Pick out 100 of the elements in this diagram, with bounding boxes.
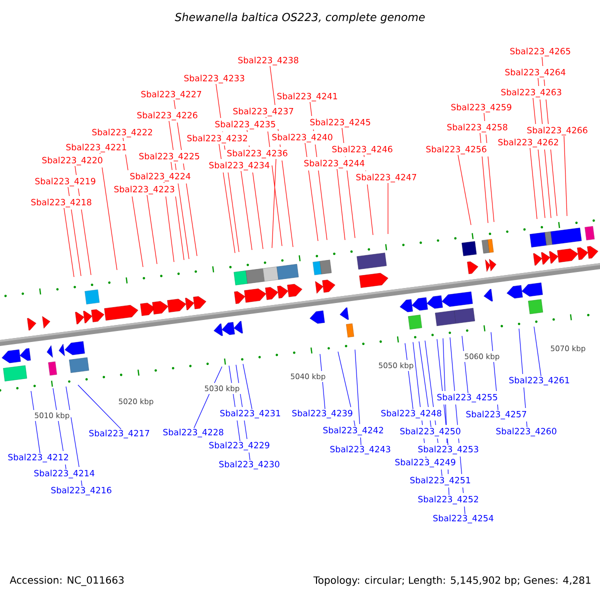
leader-line <box>218 144 236 254</box>
leader-line <box>74 166 92 276</box>
title: Shewanella baltica OS223, complete genome <box>174 12 425 24</box>
leader-line <box>542 56 558 216</box>
leader-line <box>272 158 276 248</box>
gene-label: Sbal223_4251 <box>410 476 470 486</box>
leader-line <box>170 162 184 260</box>
leader-line <box>564 136 568 216</box>
leader-line <box>30 390 40 454</box>
gene-label: Sbal223_4245 <box>310 118 370 128</box>
leader-line <box>64 208 74 278</box>
gene-label: Sbal223_4239 <box>292 410 352 418</box>
gene-label: Sbal223_4259 <box>451 104 512 112</box>
leader-line <box>122 138 144 268</box>
leader-line <box>242 364 252 410</box>
leader-line <box>518 328 528 428</box>
gene-label: Sbal223_4220 <box>42 156 102 166</box>
gene-label: Sbal223_4230 <box>219 460 280 470</box>
leader-line <box>216 84 240 252</box>
leader-line <box>458 154 472 226</box>
leader-line <box>266 116 282 246</box>
leader-line <box>68 186 82 276</box>
gene-label: Sbal223_4237 <box>233 108 294 116</box>
gene-label: Sbal223_4255 <box>437 394 498 402</box>
gene-label: Sbal223_4234 <box>209 162 270 170</box>
leader-line <box>480 132 488 224</box>
gene-label: Sbal223_4222 <box>92 128 152 138</box>
leader-line <box>164 182 174 262</box>
gene-label: Sbal223_4244 <box>304 160 364 168</box>
gene-label: Sbal223_4241 <box>277 92 338 102</box>
gene-label: Sbal223_4221 <box>66 144 126 152</box>
footer-text: Accession: NC_011663 <box>10 576 124 586</box>
leader-line <box>442 338 450 496</box>
leader-line <box>404 342 414 410</box>
gene-label: Sbal223_4252 <box>418 496 478 504</box>
leader-line <box>304 142 318 242</box>
gene-label: Sbal223_4247 <box>356 174 416 182</box>
gene-label: Sbal223_4233 <box>184 74 244 84</box>
gene-label: Sbal223_4223 <box>114 186 174 194</box>
gene-label: Sbal223_4266 <box>527 126 588 136</box>
leader-line <box>364 154 374 236</box>
footer-text: Topology: circular; Length: 5,145,902 bp; Genes: 4,281 <box>313 576 590 586</box>
gene-label: Sbal223_4248 <box>381 410 442 418</box>
gene-label: Sbal223_4217 <box>89 430 150 438</box>
leader-line <box>146 194 158 264</box>
leader-line <box>246 130 264 250</box>
leader-line <box>532 98 546 218</box>
gene-label: Sbal223_4261 <box>509 376 570 386</box>
leader-line <box>530 148 538 220</box>
gene-label: Sbal223_4238 <box>238 56 298 66</box>
gene-label: Sbal223_4218 <box>31 198 92 208</box>
gene-label: Sbal223_4253 <box>418 446 478 454</box>
gene-label: Sbal223_4236 <box>227 150 288 158</box>
leader-line <box>450 337 466 514</box>
gene-label: Sbal223_4228 <box>163 428 224 438</box>
leader-line <box>236 364 250 460</box>
gene-label: Sbal223_4260 <box>496 428 556 436</box>
leader-line <box>194 366 222 428</box>
gene-label: Sbal223_4225 <box>139 152 200 162</box>
gene-label: Sbal223_4227 <box>141 90 202 100</box>
gene-label: Sbal223_4226 <box>137 112 198 120</box>
gene-label: Sbal223_4264 <box>505 68 566 78</box>
gene-label: Sbal223_4254 <box>433 514 494 524</box>
gene-label: Sbal223_4242 <box>323 426 384 436</box>
gene-label: Sbal223_4250 <box>400 428 460 436</box>
gene-label: Sbal223_4229 <box>209 442 270 450</box>
leader-line <box>100 152 118 270</box>
leader-line <box>534 326 542 376</box>
leader-line <box>342 128 356 238</box>
gene-label: Sbal223_4224 <box>130 172 190 182</box>
leader-line <box>52 388 66 470</box>
leader-line <box>78 384 122 430</box>
gene-label: Sbal223_4257 <box>466 410 526 420</box>
leader-line <box>462 336 468 394</box>
gene-label: Sbal223_4256 <box>426 146 486 154</box>
leader-line <box>338 351 356 426</box>
leader-line <box>484 112 494 222</box>
gene-label: Sbal223_4243 <box>330 446 390 454</box>
gene-label: Sbal223_4216 <box>51 486 112 496</box>
leader-line <box>424 340 442 476</box>
leader-line <box>310 102 328 240</box>
gene-label: Sbal223_4235 <box>215 120 276 130</box>
gene-label: Sbal223_4265 <box>510 48 570 56</box>
leader-line <box>336 168 346 240</box>
gene-label: Sbal223_4219 <box>35 178 96 186</box>
leader-line <box>436 338 448 446</box>
gene-label: Sbal223_4240 <box>272 134 332 142</box>
leader-line <box>418 341 432 428</box>
gene-label: Sbal223_4232 <box>187 134 248 144</box>
leader-line <box>412 342 426 458</box>
leader-line <box>354 349 362 446</box>
gene-label: Sbal223_4246 <box>332 146 392 154</box>
leader-line <box>538 78 552 218</box>
gene-label: Sbal223_4262 <box>498 138 558 148</box>
leader-line <box>240 170 252 250</box>
leader-line <box>66 386 82 486</box>
gene-label: Sbal223_4258 <box>447 124 508 132</box>
gene-label: Sbal223_4263 <box>501 88 562 98</box>
gene-label: Sbal223_4231 <box>220 410 280 418</box>
leader-line <box>228 365 240 442</box>
